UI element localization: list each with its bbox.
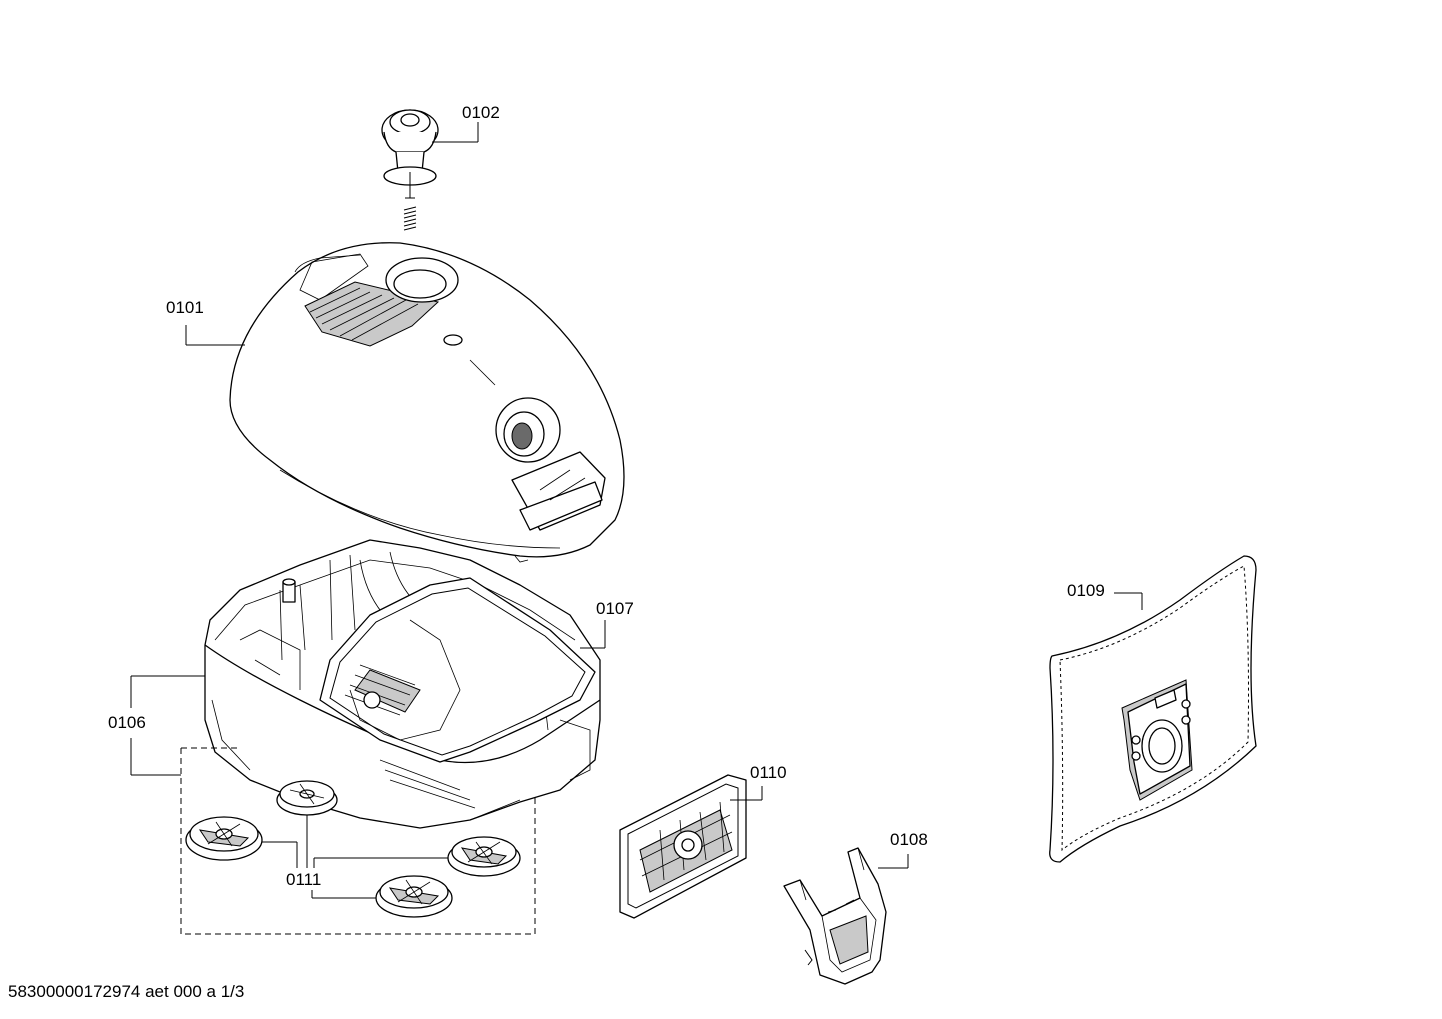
part-0102-knob[interactable]: [381, 109, 439, 231]
label-0111: 0111: [286, 870, 321, 889]
label-0110: 0110: [750, 763, 787, 782]
label-0107: 0107: [596, 599, 634, 618]
label-0109: 0109: [1067, 581, 1105, 600]
part-0101-top-cover[interactable]: [229, 242, 625, 563]
part-0111-wheel-4[interactable]: [375, 875, 453, 918]
label-0101: 0101: [166, 298, 204, 317]
label-0102: 0102: [462, 103, 500, 122]
part-0107-seal-frame[interactable]: [319, 577, 596, 763]
part-0111-wheel-1[interactable]: [185, 816, 263, 861]
label-0108: 0108: [890, 830, 928, 849]
group-box-0106: [180, 748, 536, 935]
part-0109-dust-bag[interactable]: [1049, 555, 1257, 863]
part-0111-wheel-2[interactable]: [276, 780, 338, 816]
label-0106: 0106: [108, 713, 146, 732]
part-0110-filter-grille[interactable]: [619, 774, 747, 919]
part-0111-wheel-3[interactable]: [447, 836, 521, 877]
part-0108-bag-holder[interactable]: [783, 847, 887, 985]
document-id: 58300000172974 aet 000 a 1/3: [8, 982, 245, 1001]
